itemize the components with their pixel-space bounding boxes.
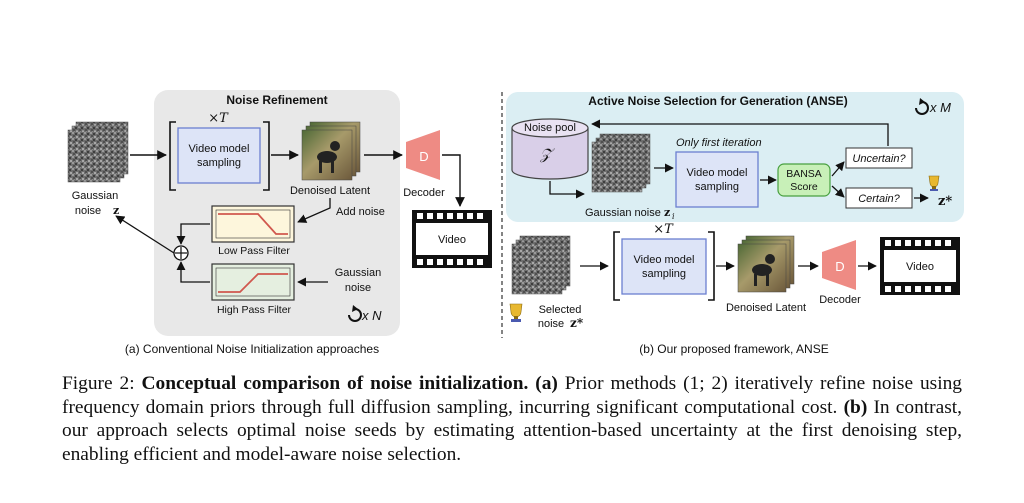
- figure-diagram: Noise Refinement Gaussian noise z ×T Vid…: [67, 90, 964, 356]
- bracket-left-bottom: [613, 231, 620, 301]
- bansa-score-box: [777, 163, 831, 197]
- video-model-bottom-label-2: sampling: [642, 268, 686, 280]
- noise-pool-cylinder: [511, 118, 589, 180]
- add-noise-label: Add noise: [336, 206, 385, 218]
- low-pass-filter-box: [211, 205, 295, 243]
- arrow-decoder-to-video: [442, 154, 465, 207]
- high-pass-label: High Pass Filter: [217, 304, 292, 316]
- trophy-icon-top: [928, 175, 940, 191]
- arrow-pool-to-noise: [549, 181, 585, 199]
- denoised-latent-label-right: Denoised Latent: [726, 302, 806, 314]
- gaussian-noise-zi-label: Gaussian noise: [585, 207, 661, 219]
- video-model-box-top: [675, 151, 759, 208]
- denoised-latent-stack-right: [737, 235, 795, 293]
- figure-caption: Figure 2: Conceptual comparison of noise…: [62, 372, 962, 466]
- denoised-latent-stack-left: [301, 121, 361, 181]
- video-model-label-2: sampling: [197, 157, 241, 169]
- decoder-label-left: Decoder: [403, 187, 445, 199]
- caption-a-tag: (a): [535, 373, 558, 394]
- arrow-bansa-to-uncertain: [831, 161, 845, 177]
- video-model-box-left: [177, 127, 261, 184]
- gaussian-noise2-label-1: Gaussian: [335, 267, 381, 279]
- bracket-left: [169, 121, 176, 191]
- decoder-letter-right: D: [835, 259, 844, 274]
- arrow-hpf-to-sum: [176, 261, 210, 283]
- times-t-right: ×T: [653, 222, 674, 237]
- only-first-label: Only first iteration: [676, 137, 762, 149]
- video-label-left: Video: [438, 234, 466, 246]
- selected-noise-stack: [511, 235, 571, 295]
- zi-subscript: i: [672, 212, 675, 221]
- sublabel-a: (a) Conventional Noise Initialization ap…: [125, 342, 379, 356]
- uncertain-label: Uncertain?: [852, 153, 906, 165]
- caption-b-tag: (b): [843, 396, 868, 418]
- decoder-letter-left: D: [419, 149, 428, 164]
- caption-a-text: Prior methods (1; 2) iteratively refine …: [62, 373, 962, 418]
- certain-label: Certain?: [858, 193, 900, 205]
- decoder-label-right: Decoder: [819, 294, 861, 306]
- low-pass-curve: [218, 213, 288, 235]
- decoder-left: [406, 130, 440, 180]
- noise-pool-symbol: 𝒵: [539, 145, 555, 163]
- gaussian-noise2-label-2: noise: [345, 282, 371, 294]
- video-model-top-label-2: sampling: [695, 181, 739, 193]
- uncertain-box: [845, 147, 913, 169]
- noise-pool-label: Noise pool: [524, 122, 576, 134]
- low-pass-label: Low Pass Filter: [218, 245, 290, 257]
- video-model-box-bottom: [621, 238, 707, 295]
- selected-label-2: noise: [538, 318, 564, 330]
- caption-prefix: Figure 2:: [62, 373, 142, 394]
- gaussian-noise-stack-zi: [591, 133, 651, 193]
- zi-symbol: z: [664, 206, 670, 219]
- denoised-latent-label-left: Denoised Latent: [290, 185, 370, 197]
- selected-label-1: Selected: [539, 304, 582, 316]
- high-pass-filter-box: [211, 263, 295, 301]
- decoder-right: [822, 240, 856, 290]
- zstar-symbol-top: z*: [938, 194, 952, 209]
- arrow-sum-to-noise: [115, 215, 175, 254]
- bracket-right: [263, 121, 270, 191]
- sublabel-b: (b) Our proposed framework, ANSE: [639, 342, 828, 356]
- arrow-bansa-to-certain: [831, 185, 845, 198]
- trophy-icon-bottom: [509, 303, 523, 322]
- high-pass-curve: [218, 273, 288, 293]
- repeat-icon-left: [348, 305, 362, 322]
- repeat-icon-right: [915, 98, 929, 115]
- repeat-label-right: x M: [929, 100, 951, 115]
- selected-symbol: z*: [570, 316, 584, 330]
- z-symbol: z: [113, 204, 119, 217]
- repeat-label-left: x N: [361, 308, 382, 323]
- gaussian-noise-stack-left: [67, 121, 129, 183]
- video-model-top-label-1: Video model: [687, 167, 748, 179]
- video-model-label-1: Video model: [189, 143, 250, 155]
- video-film-right: [880, 237, 960, 295]
- bansa-label-2: Score: [790, 181, 818, 193]
- arrow-lpf-to-sum: [176, 223, 210, 245]
- gaussian-noise-label-1: Gaussian: [72, 190, 118, 202]
- video-model-bottom-label-1: Video model: [634, 254, 695, 266]
- gaussian-noise-label-2: noise: [75, 205, 101, 217]
- caption-b-text: In contrast, our approach selects optima…: [62, 396, 963, 465]
- bracket-right-bottom: [708, 231, 715, 301]
- video-label-right: Video: [906, 261, 934, 273]
- arrow-add-noise: [297, 198, 331, 223]
- caption-title: Conceptual comparison of noise initializ…: [141, 373, 529, 394]
- times-t-left: ×T: [208, 111, 229, 126]
- video-film-left: [412, 210, 492, 268]
- certain-box: [845, 187, 913, 209]
- arrow-uncertain-loop: [591, 119, 889, 146]
- noise-refinement-title: Noise Refinement: [226, 93, 327, 107]
- anse-title: Active Noise Selection for Generation (A…: [588, 94, 847, 108]
- bansa-label-1: BANSA: [786, 168, 822, 180]
